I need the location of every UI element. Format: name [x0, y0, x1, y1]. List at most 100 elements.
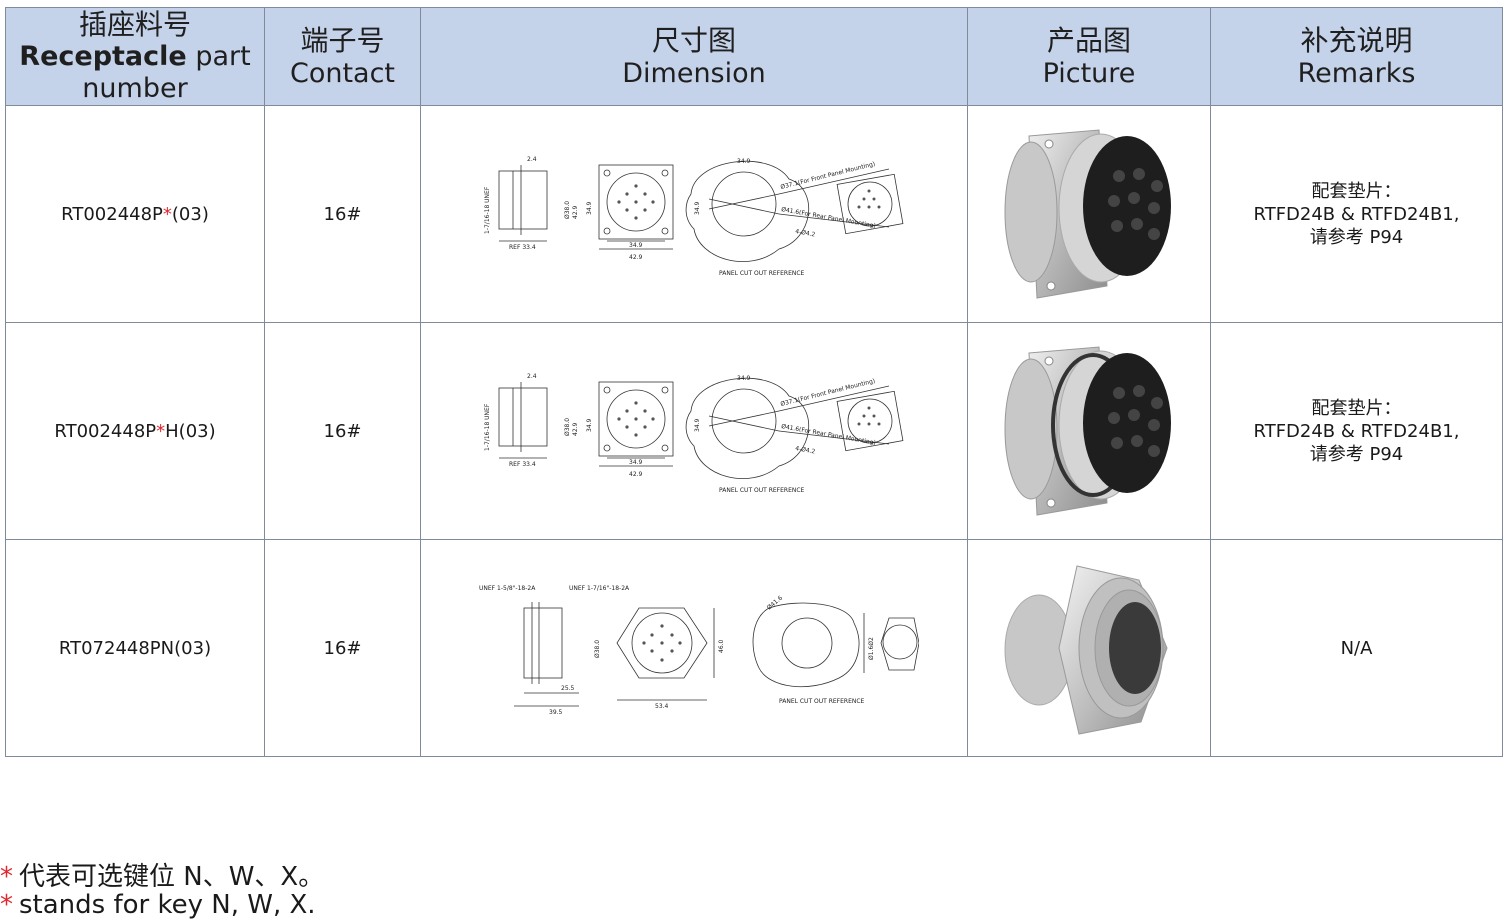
connector-spec-table: 插座料号 Receptacle part number 端子号 Contact …: [5, 7, 1503, 757]
footnote-en: *stands for key N, W, X.: [0, 890, 316, 920]
header-contact-zh: 端子号: [300, 23, 385, 57]
dim-height-label: 34.9: [586, 418, 593, 432]
product-picture-cell: [967, 105, 1211, 323]
contact-cell: 16#: [264, 322, 421, 540]
dim-length1-label: 25.5: [561, 685, 575, 692]
part-number-suffix: (03): [171, 203, 209, 225]
header-dimension: 尺寸图 Dimension: [420, 7, 968, 106]
remarks-cell: N/A: [1210, 539, 1503, 757]
table-row: RT072448PN(03) 16#: [5, 539, 1503, 757]
footnote-star: *: [0, 862, 13, 892]
header-remarks-zh: 补充说明: [1300, 23, 1413, 57]
part-number-cell: RT072448PN(03): [5, 539, 265, 757]
remarks-line: 配套垫片：: [1311, 180, 1402, 202]
part-number-cell: RT002448P*H(03): [5, 322, 265, 540]
remarks-line: 请参考 P94: [1309, 226, 1404, 248]
connector-photo: [1004, 565, 1168, 735]
part-number-cell: RT002448P*(03): [5, 105, 265, 323]
remarks-line: N/A: [1340, 637, 1373, 659]
dimension-drawing-cell: 2.4 1-7/16-18 UNEF Ø38.0 42.9 34.9 REF 3…: [420, 105, 968, 323]
cutout-height-label: 34.9: [694, 201, 701, 215]
header-part-en-rest: part: [186, 41, 251, 72]
part-number-prefix: RT002448P: [54, 420, 157, 442]
header-contact: 端子号 Contact: [264, 7, 421, 106]
dim-dia2-label: 42.9: [572, 422, 579, 436]
thread-label-1: UNEF 1-5/8"-18-2A: [479, 585, 536, 592]
header-picture: 产品图 Picture: [967, 7, 1211, 106]
header-part-zh: 插座料号: [78, 8, 191, 41]
header-contact-en: Contact: [289, 57, 396, 89]
footnote-zh: *代表可选键位 N、W、X。: [0, 856, 324, 893]
remarks-line: RTFD24B & RTFD24B1,: [1253, 203, 1460, 225]
contact-cell: 16#: [264, 539, 421, 757]
dim-square-outer-label: 42.9: [629, 254, 643, 261]
remarks-line: 请参考 P94: [1309, 443, 1404, 465]
dimension-drawing: 2.4 1-7/16-18 UNEF Ø38.0 42.9 34.9 REF 3…: [484, 156, 904, 277]
table-row: RT002448P*H(03) 16#: [5, 322, 1503, 540]
remarks-cell: 配套垫片： RTFD24B & RTFD24B1, 请参考 P94: [1210, 105, 1503, 323]
dim-square-inner-label: 34.9: [629, 459, 643, 466]
dim-top-label: 2.4: [527, 156, 537, 163]
key-star-marker: *: [162, 203, 172, 225]
cutout-width-label: 34.9: [737, 375, 751, 382]
dim-ref-label: REF 33.4: [509, 461, 536, 468]
header-part-number: 插座料号 Receptacle part number: [5, 7, 265, 106]
footnote-line-zh: 代表可选键位 N、W、X。: [19, 862, 325, 892]
key-star-marker: *: [156, 420, 166, 442]
thread-label-2: UNEF 1-7/16"-18-2A: [569, 585, 630, 592]
dim-length2-label: 39.5: [549, 709, 563, 716]
note-holes: 4-Ø4.2: [795, 445, 816, 455]
header-picture-zh: 产品图: [1046, 23, 1131, 57]
cutout-dia-label: Ø41.6: [766, 594, 784, 611]
part-number-suffix: (03): [174, 637, 212, 659]
dimension-drawing-cell: 2.4 1-7/16-18 UNEF Ø38.0 42.9 34.9 REF 3…: [420, 322, 968, 540]
footnote-star: *: [0, 890, 13, 920]
dim-top-label: 2.4: [527, 373, 537, 380]
note-holes: 4-Ø4.2: [795, 228, 816, 238]
dim-ref-label: REF 33.4: [509, 244, 536, 251]
header-part-en-bold: Receptacle: [19, 41, 187, 72]
dim-side-label: 1-7/16-18 UNEF: [484, 186, 491, 234]
part-number-prefix: RT002448P: [61, 203, 163, 225]
header-dimension-en: Dimension: [622, 57, 766, 89]
header-part-en: Receptacle part: [6, 41, 264, 73]
dim-dia-label: Ø38.0: [564, 201, 571, 219]
dim-height-label: 34.9: [586, 201, 593, 215]
dimension-drawing: 2.4 1-7/16-18 UNEF Ø38.0 42.9 34.9 REF 3…: [484, 373, 904, 494]
connector-photo: [1004, 346, 1171, 516]
dim-square-outer-label: 42.9: [629, 471, 643, 478]
panel-cutout-reference: PANEL CUT OUT REFERENCE: [779, 698, 865, 705]
contact-cell: 16#: [264, 105, 421, 323]
note-rear-mount: Ø41.6(For Rear Panel Mounting): [781, 423, 877, 447]
cutout-height-label: 34.9: [694, 418, 701, 432]
dim-square-inner-label: 34.9: [629, 242, 643, 249]
dim-dia2-label: 42.9: [572, 205, 579, 219]
remarks-line: 配套垫片：: [1311, 397, 1402, 419]
note-front-mount: Ø37.1(For Front Panel Mounting): [780, 378, 876, 408]
part-number-prefix: RT072448PN: [58, 637, 175, 659]
cutout-height-label: Ø1.6Ø2: [868, 637, 875, 660]
remarks-cell: 配套垫片： RTFD24B & RTFD24B1, 请参考 P94: [1210, 322, 1503, 540]
header-row: 插座料号 Receptacle part number 端子号 Contact …: [5, 7, 1503, 106]
header-remarks: 补充说明 Remarks: [1210, 7, 1503, 106]
table-row: RT002448P*(03) 16#: [5, 105, 1503, 323]
note-rear-mount: Ø41.6(For Rear Panel Mounting): [781, 206, 877, 230]
panel-cutout-reference: PANEL CUT OUT REFERENCE: [719, 487, 805, 494]
footnote-line-en: stands for key N, W, X.: [19, 890, 316, 920]
product-picture-cell: [967, 322, 1211, 540]
part-number-suffix: H(03): [165, 420, 216, 442]
dim-hex-height-label: 46.0: [718, 639, 725, 653]
remarks-line: RTFD24B & RTFD24B1,: [1253, 420, 1460, 442]
dimension-drawing-cell: UNEF 1-5/8"-18-2A UNEF 1-7/16"-18-2A Ø38…: [420, 539, 968, 757]
product-picture-cell: [967, 539, 1211, 757]
dim-side-label: 1-7/16-18 UNEF: [484, 403, 491, 451]
dim-dia-label: Ø38.0: [594, 640, 601, 658]
connector-photo: [1004, 129, 1171, 299]
cutout-width-label: 34.9: [737, 158, 751, 165]
header-dimension-zh: 尺寸图: [651, 23, 736, 57]
header-remarks-en: Remarks: [1297, 57, 1416, 89]
dimension-drawing: UNEF 1-5/8"-18-2A UNEF 1-7/16"-18-2A Ø38…: [479, 585, 919, 716]
header-part-en-line2: number: [82, 73, 188, 104]
panel-cutout-reference: PANEL CUT OUT REFERENCE: [719, 270, 805, 277]
dim-hex-width-label: 53.4: [655, 703, 669, 710]
